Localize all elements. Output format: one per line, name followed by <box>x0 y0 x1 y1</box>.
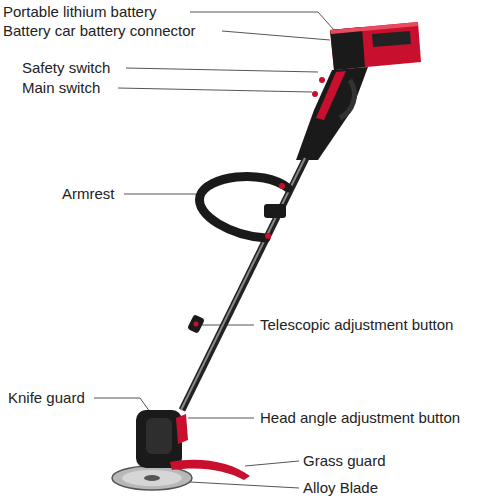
part-label: Head angle adjustment button <box>260 409 460 427</box>
leader-line <box>94 398 150 412</box>
leader-line <box>118 88 312 92</box>
part-label: Telescopic adjustment button <box>260 316 453 334</box>
cutting-head <box>112 410 250 490</box>
leader-line <box>190 482 299 488</box>
part-label: Portable lithium battery <box>3 3 156 21</box>
leader-line <box>124 194 196 195</box>
part-label: Armrest <box>62 185 115 203</box>
leader-line <box>126 68 318 72</box>
leader-line <box>222 31 330 40</box>
telescopic-pole <box>181 158 306 410</box>
armrest <box>200 176 288 239</box>
part-label: Alloy Blade <box>303 479 378 497</box>
battery-pack <box>330 22 421 70</box>
leader-line <box>245 461 299 466</box>
part-label: Battery car battery connector <box>3 22 196 40</box>
part-label: Knife guard <box>8 389 85 407</box>
part-label: Main switch <box>22 79 100 97</box>
leader-line <box>190 12 334 30</box>
handle-body <box>296 67 368 160</box>
part-label: Grass guard <box>303 452 386 470</box>
part-label: Safety switch <box>22 59 110 77</box>
leader-line <box>188 418 254 419</box>
